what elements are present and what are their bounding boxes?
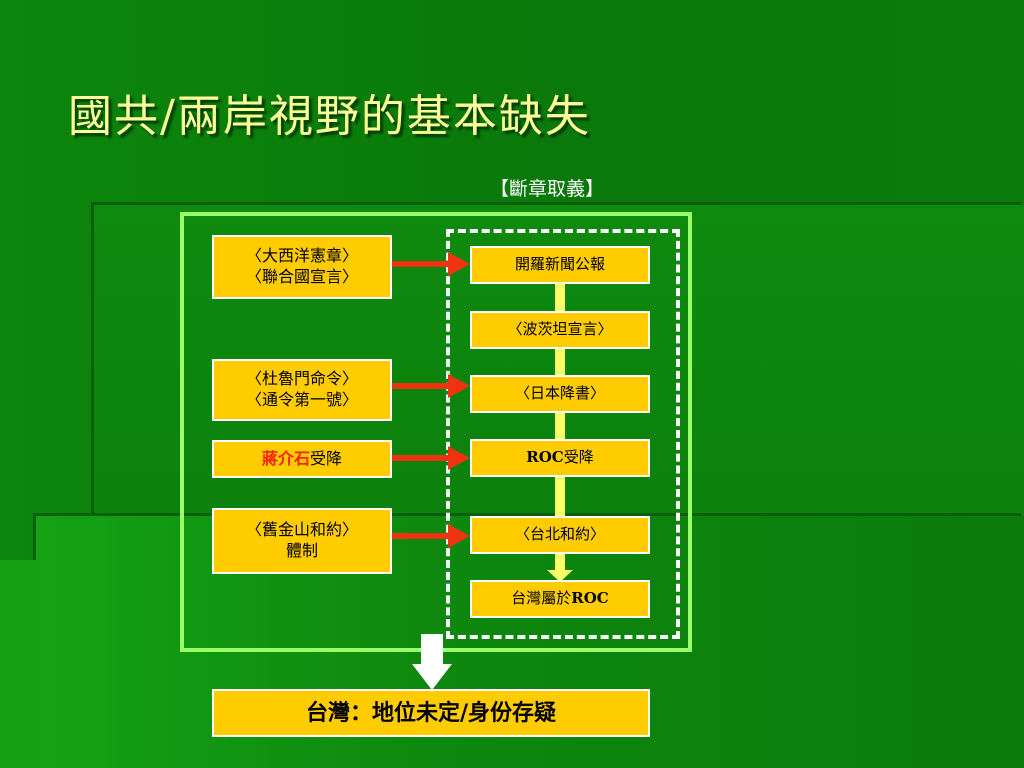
right-box-bold: ROC [571, 589, 609, 608]
right-box-potsdam-declaration: 〈波茨坦宣言〉 [470, 311, 650, 349]
right-box-label: 〈波茨坦宣言〉 [507, 320, 613, 339]
right-box-label: 開羅新聞公報 [514, 255, 605, 274]
left-box-truman-order: 〈杜魯門命令〉 〈通令第一號〉 [212, 359, 392, 421]
conclusion-text: 台灣：地位未定/身份存疑 [305, 699, 557, 726]
left-box-line: 〈舊金山和約〉 [245, 520, 358, 540]
conclusion-box: 台灣：地位未定/身份存疑 [212, 689, 650, 737]
right-box-cairo-communique: 開羅新聞公報 [470, 246, 650, 284]
flow-line [555, 284, 565, 576]
right-box-bold: ROC [526, 448, 564, 467]
red-arrow-1 [392, 252, 470, 276]
right-box-taipei-treaty: 〈台北和約〉 [470, 516, 650, 554]
flow-arrow-head [547, 570, 573, 582]
dashed-group-frame [446, 229, 680, 639]
left-box-line: 〈聯合國宣言〉 [245, 267, 358, 286]
red-arrow-4 [392, 524, 470, 548]
right-box-instrument-of-surrender: 〈日本降書〉 [470, 375, 650, 413]
background-panel-edge [0, 560, 36, 768]
left-box-atlantic-charter: 〈大西洋憲章〉 〈聯合國宣言〉 [212, 235, 392, 299]
right-box-text: 受降 [563, 448, 594, 467]
left-box-line: 〈通令第一號〉 [245, 390, 358, 409]
down-arrow [412, 634, 452, 690]
red-arrow-2 [392, 374, 470, 398]
highlight-name: 蔣介石 [261, 448, 310, 468]
slide-subtitle: 【斷章取義】 [490, 178, 605, 200]
right-box-label: 〈台北和約〉 [514, 525, 605, 544]
left-box-suffix: 受降 [310, 448, 343, 468]
left-box-line: 體制 [285, 541, 318, 560]
left-box-surrender: 蔣介石受降 [212, 440, 392, 478]
right-box-text: 台灣屬於 [511, 589, 572, 608]
left-box-line: 〈大西洋憲章〉 [245, 246, 358, 266]
right-box-label: 〈日本降書〉 [514, 384, 605, 403]
left-box-san-francisco-treaty: 〈舊金山和約〉 體制 [212, 508, 392, 574]
red-arrow-3 [392, 446, 470, 470]
left-box-line: 〈杜魯門命令〉 [245, 369, 358, 389]
slide-title: 國共/兩岸視野的基本缺失 [68, 91, 591, 142]
